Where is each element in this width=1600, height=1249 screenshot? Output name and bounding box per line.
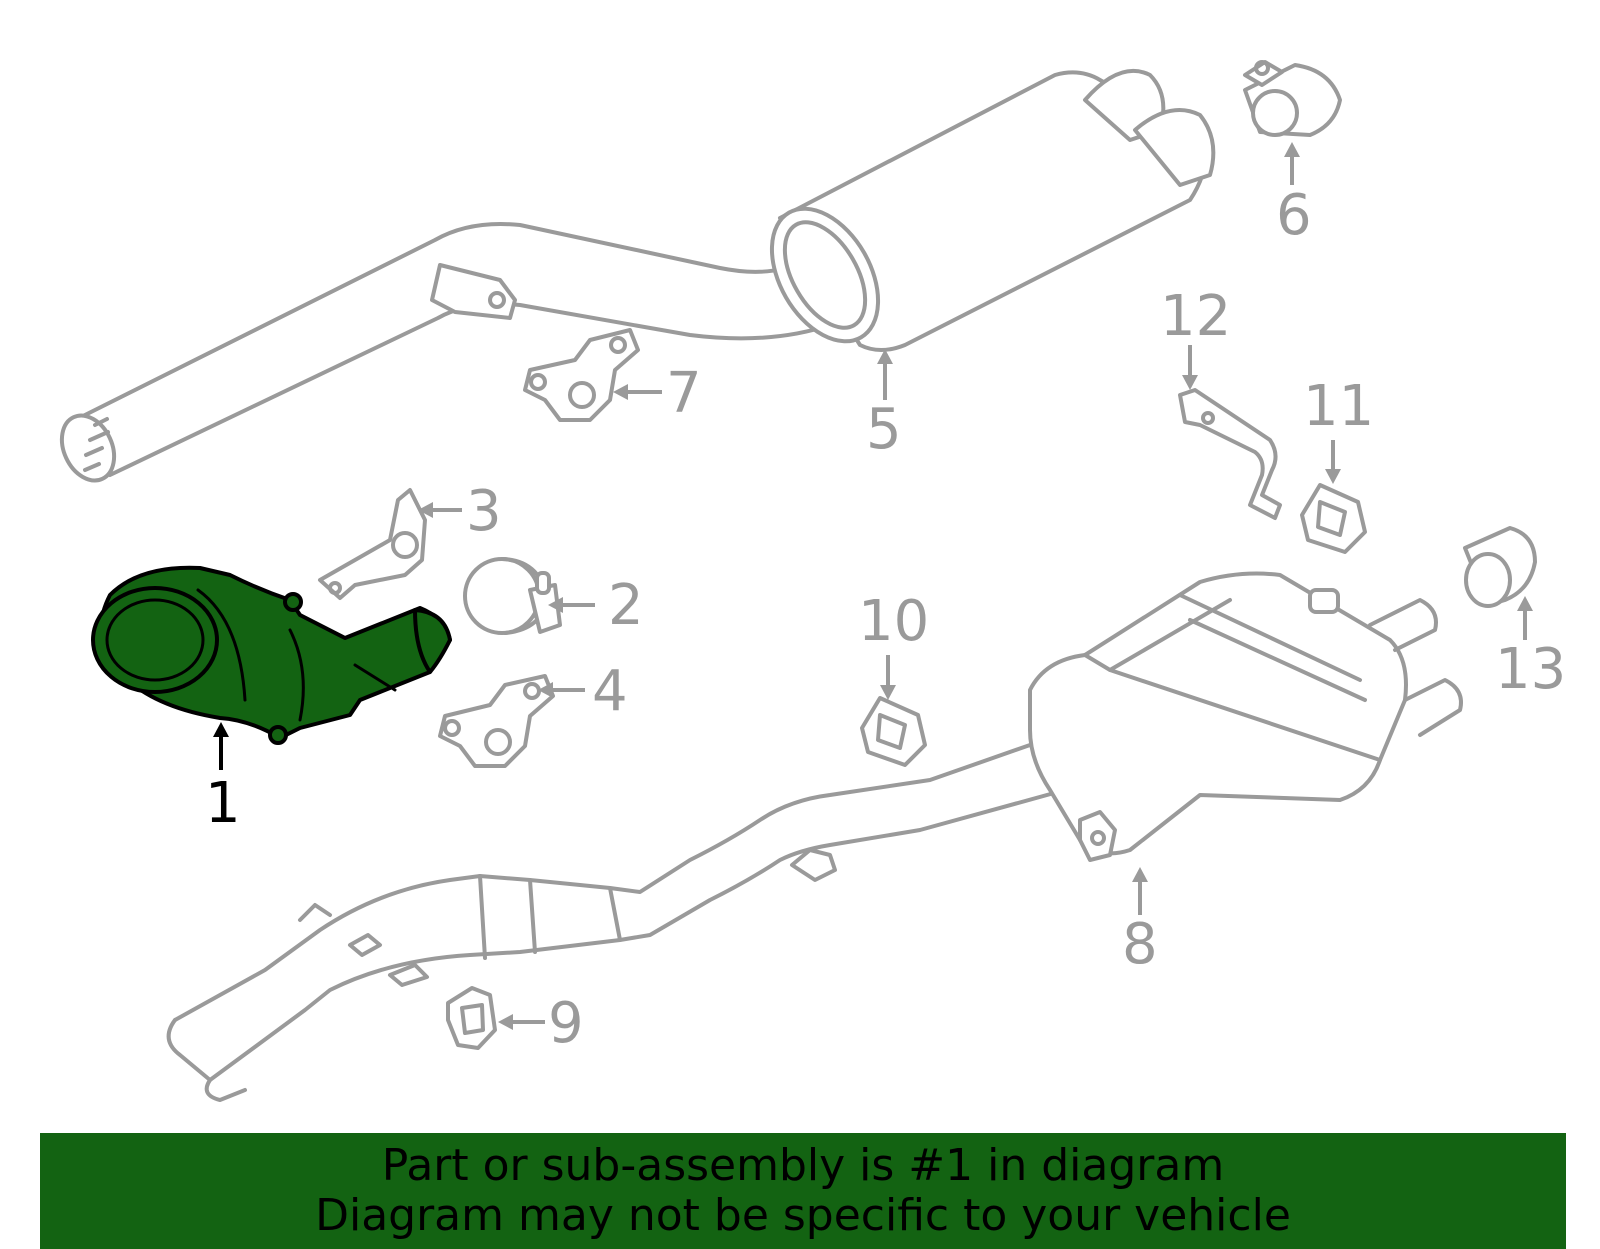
callout-12[interactable]: 12 <box>1160 284 1231 349</box>
part-13-exhaust-tip[interactable] <box>1463 526 1537 608</box>
part-4-bracket[interactable] <box>438 674 555 768</box>
part-12-bracket[interactable] <box>1178 388 1282 520</box>
banner-line-1: Part or sub-assembly is #1 in diagram <box>381 1140 1225 1191</box>
callout-5[interactable]: 5 <box>866 397 902 462</box>
part-10-rubber-mount[interactable] <box>860 696 927 767</box>
banner-line-2: Diagram may not be specific to your vehi… <box>315 1190 1291 1241</box>
part-7-bracket[interactable] <box>523 328 640 422</box>
part-8-rear-muffler[interactable] <box>166 571 1463 1102</box>
part-1-catalytic-converter[interactable] <box>91 565 452 745</box>
callout-13[interactable]: 13 <box>1495 637 1566 702</box>
part-5-center-muffler[interactable] <box>52 68 1216 489</box>
part-9-rubber-mount[interactable] <box>446 986 497 1050</box>
callout-3[interactable]: 3 <box>466 479 502 544</box>
part-3-bracket[interactable] <box>318 488 427 600</box>
part-11-rubber-mount[interactable] <box>1300 483 1367 554</box>
info-banner: Part or sub-assembly is #1 in diagram Di… <box>40 1133 1566 1249</box>
callout-8[interactable]: 8 <box>1122 912 1158 977</box>
callout-2[interactable]: 2 <box>608 573 644 638</box>
part-6-clamp[interactable] <box>1243 60 1342 137</box>
callout-7[interactable]: 7 <box>666 361 702 426</box>
callout-leaders <box>213 142 1533 1030</box>
callout-11[interactable]: 11 <box>1303 374 1374 439</box>
part-2-clamp[interactable] <box>463 557 562 635</box>
callout-4[interactable]: 4 <box>592 659 628 724</box>
callout-9[interactable]: 9 <box>548 991 584 1056</box>
callout-1[interactable]: 1 <box>205 771 241 836</box>
callout-6[interactable]: 6 <box>1276 183 1312 248</box>
callout-10[interactable]: 10 <box>858 589 929 654</box>
callout-labels: 1 2 3 4 5 6 7 8 9 10 11 12 13 <box>205 183 1566 1056</box>
